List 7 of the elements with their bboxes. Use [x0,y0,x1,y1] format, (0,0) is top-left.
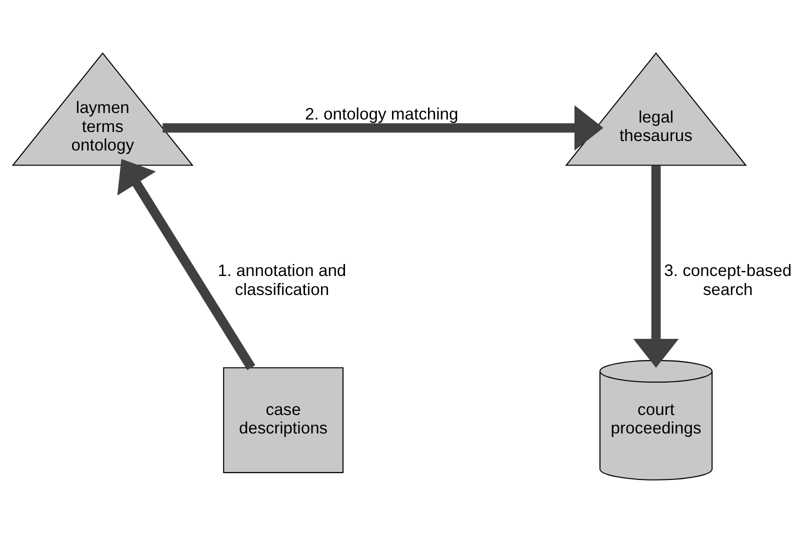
arrow [162,105,604,151]
node-box: case descriptions [223,367,344,474]
edge-label: 2. ontology matching [305,104,458,124]
arrow [633,165,679,368]
arrow [117,158,256,370]
edge-label: 1. annotation and classification [218,261,346,299]
edge-label: 3. concept-based search [664,261,792,299]
